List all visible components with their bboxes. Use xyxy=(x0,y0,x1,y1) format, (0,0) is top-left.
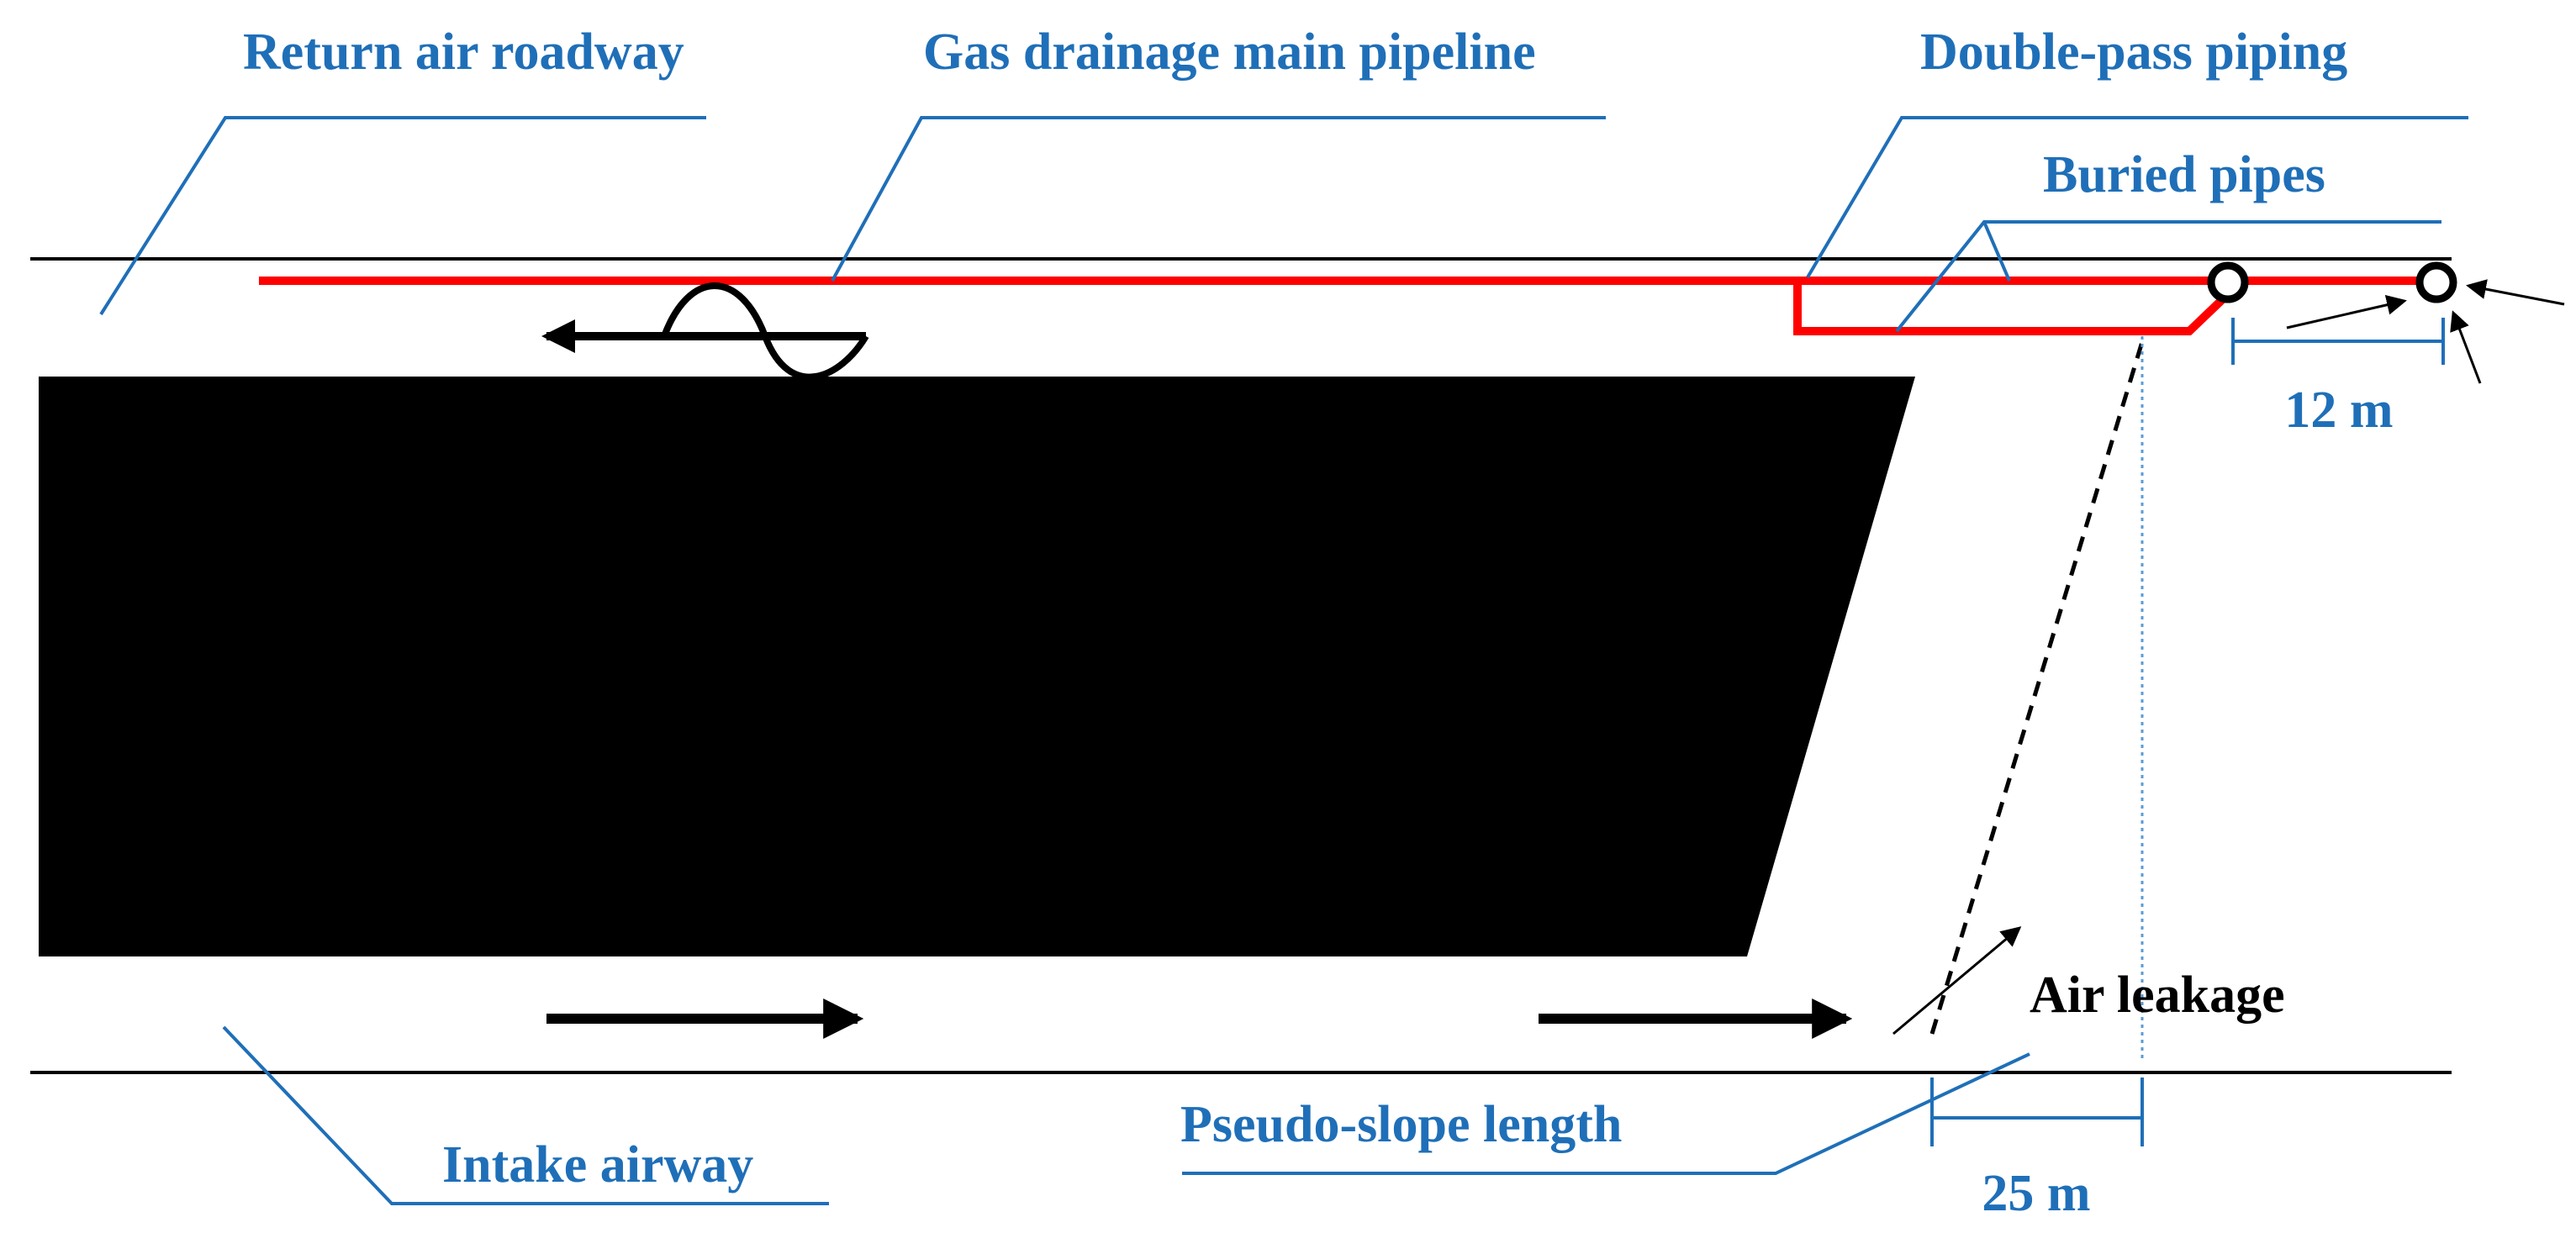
label-double-pass-piping: Double-pass piping xyxy=(1920,24,2347,81)
label-buried-pipes: Buried pipes xyxy=(2043,146,2325,203)
pointer-arrow-1 xyxy=(2286,294,2407,329)
dimension-25m-label: 25 m xyxy=(1982,1165,2090,1222)
label-air-leakage: Air leakage xyxy=(2030,967,2285,1024)
leader-return-air-roadway xyxy=(99,116,706,316)
leader-pseudo-slope-length xyxy=(1182,1052,2030,1175)
air-leakage-path xyxy=(1929,335,2146,1035)
air-leakage-arrow xyxy=(1892,926,2022,1035)
dimension-12m-label: 12 m xyxy=(2284,382,2393,439)
pointer-arrow-3 xyxy=(2450,310,2482,384)
leader-gas-drainage-main-pipeline xyxy=(831,116,1606,282)
label-intake-airway: Intake airway xyxy=(442,1136,753,1193)
label-gas-drainage-main-pipeline: Gas drainage main pipeline xyxy=(923,24,1536,81)
pointer-arrow-2 xyxy=(2466,279,2565,306)
monitoring-point-circle-1 xyxy=(2207,261,2249,303)
leader-buried-pipes-2 xyxy=(1982,221,2011,282)
return-airflow-wave xyxy=(661,282,869,381)
double-pass-piping xyxy=(1793,281,2231,335)
coal-panel-block xyxy=(39,377,1915,956)
leader-intake-airway xyxy=(222,1025,829,1205)
label-pseudo-slope-length: Pseudo-slope length xyxy=(1180,1096,1622,1153)
label-return-air-roadway: Return air roadway xyxy=(243,24,684,81)
monitoring-point-circle-2 xyxy=(2415,261,2457,303)
leader-double-pass-piping xyxy=(1806,116,2468,279)
